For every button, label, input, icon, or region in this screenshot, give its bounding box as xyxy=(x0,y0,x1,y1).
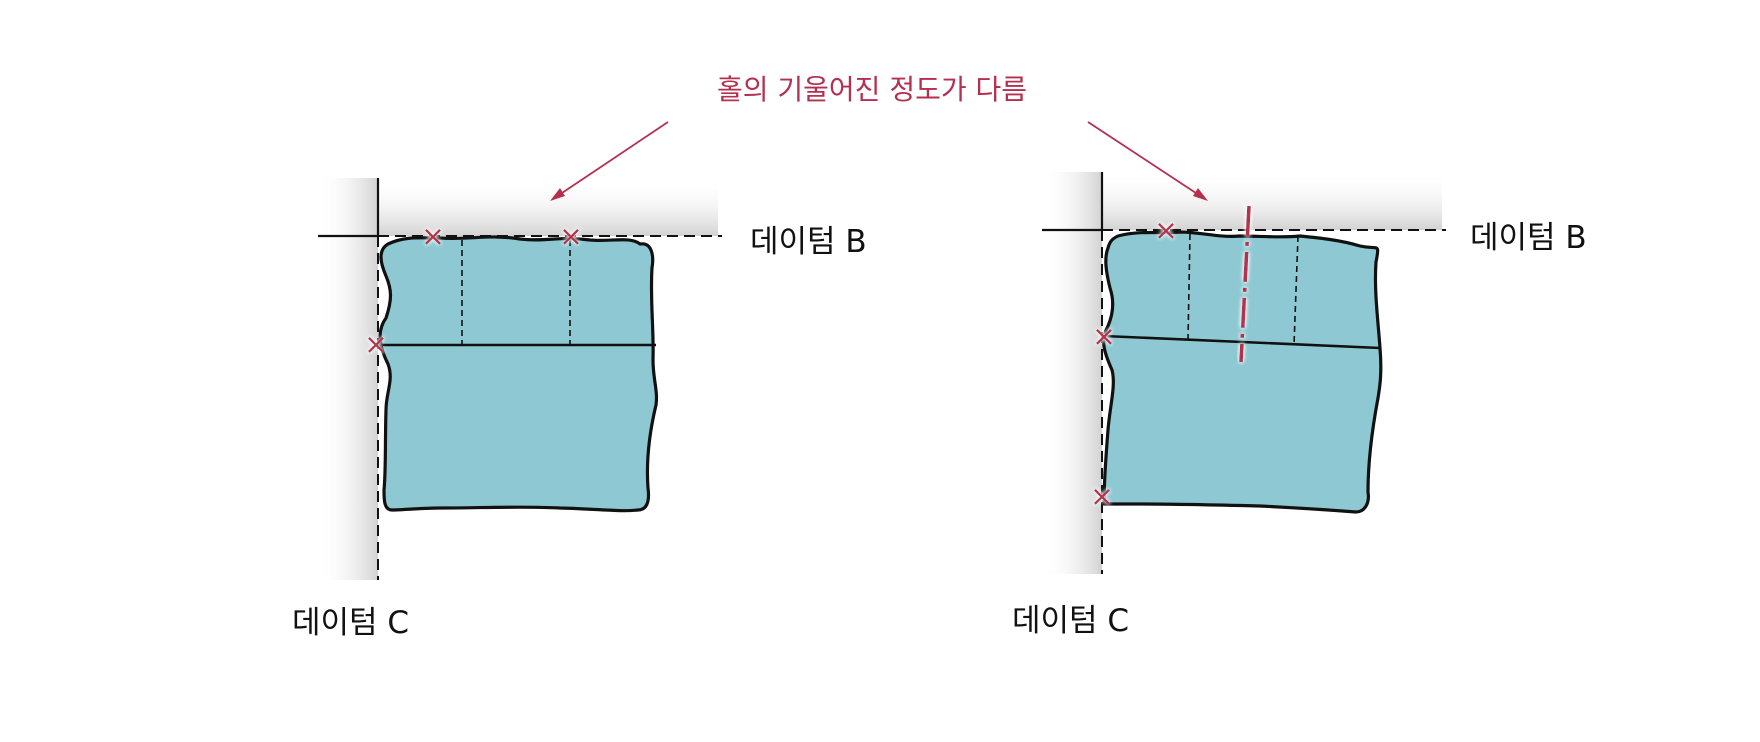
left-figure: × × × 데이텀 B 데이텀 C xyxy=(292,178,867,641)
right-contact-mark-2: × xyxy=(1092,320,1115,353)
annotation-arrow-right xyxy=(1087,121,1203,198)
left-contact-mark-3: × xyxy=(364,328,387,361)
left-contact-mark-2: × xyxy=(559,220,582,253)
right-hole-edge-left xyxy=(1187,233,1191,341)
right-datum-c-surface xyxy=(1042,172,1102,574)
right-shoulder-line xyxy=(1103,334,1381,350)
annotation-arrow-left xyxy=(555,121,669,198)
annotation: 홀의 기울어진 정도가 다름 xyxy=(550,73,1208,201)
right-contact-mark-3: × xyxy=(1090,480,1113,513)
left-datum-c-label: 데이텀 C xyxy=(292,605,409,641)
left-contact-mark-1: × xyxy=(421,220,444,253)
right-datum-c-label: 데이텀 C xyxy=(1012,603,1129,639)
left-part-body xyxy=(378,235,659,513)
left-datum-c-surface xyxy=(318,178,378,580)
right-hole-edge-right xyxy=(1293,235,1299,346)
annotation-arrowhead-right xyxy=(1193,188,1208,201)
right-datum-b-surface xyxy=(1102,172,1442,230)
right-hole-centerline xyxy=(1239,205,1251,363)
right-datum-b-label: 데이텀 B xyxy=(1470,220,1587,256)
annotation-arrowhead-left xyxy=(550,188,565,201)
annotation-text: 홀의 기울어진 정도가 다름 xyxy=(717,73,1027,106)
right-contact-mark-1: × xyxy=(1154,214,1177,247)
right-part-body xyxy=(1102,230,1383,514)
left-datum-b-surface xyxy=(378,178,718,236)
right-figure: × × × 데이텀 B 데이텀 C xyxy=(1012,172,1587,639)
left-datum-b-label: 데이텀 B xyxy=(750,224,867,260)
